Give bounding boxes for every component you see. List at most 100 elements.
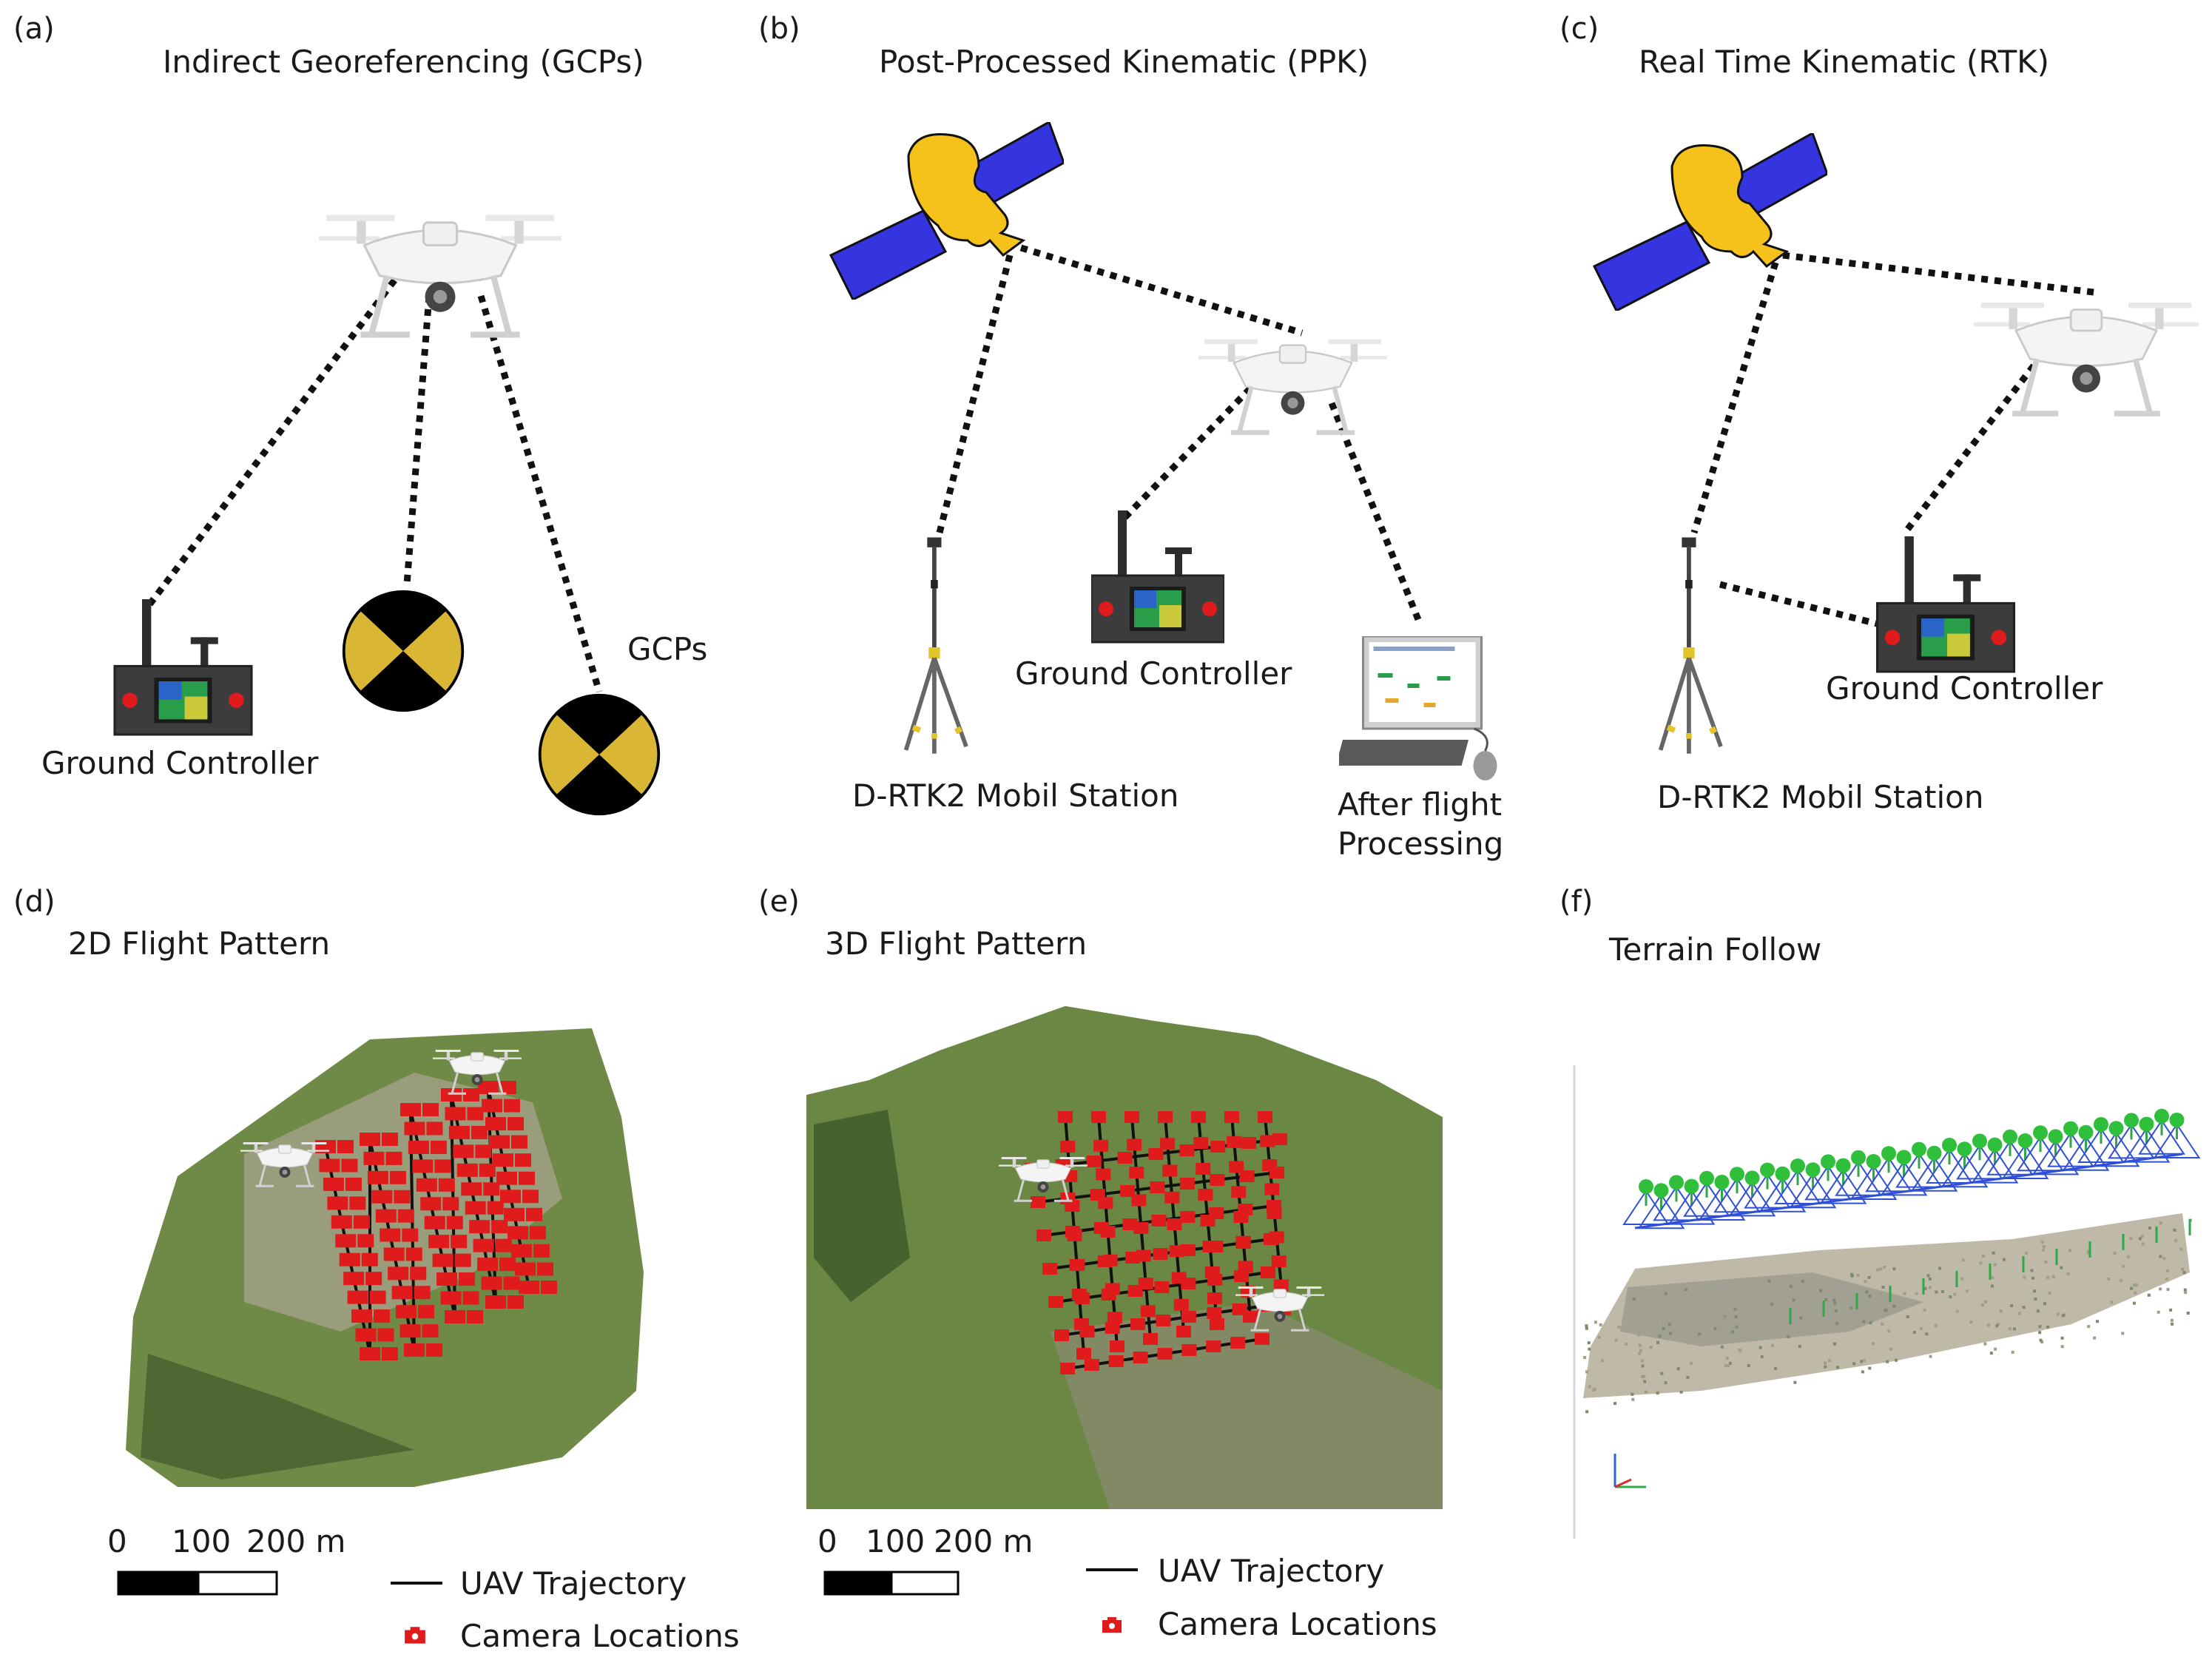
camera-location-marker	[361, 1252, 378, 1266]
camera-position	[1805, 1162, 1821, 1178]
camera-frustum	[2122, 1127, 2171, 1163]
link-drone-gcp2	[477, 294, 603, 693]
panel-b-processing-label-1: After flight	[1338, 786, 1502, 823]
camera-location-marker	[1196, 1163, 1211, 1175]
camera-location-marker	[1042, 1263, 1057, 1275]
camera-location-marker	[493, 1153, 513, 1167]
camera-location-marker	[511, 1135, 527, 1149]
camera-location-marker	[469, 1220, 490, 1234]
camera-location-marker	[1098, 1197, 1113, 1210]
camera-location-marker	[385, 1151, 402, 1165]
camera-location-marker	[519, 1281, 539, 1294]
camera-position	[1744, 1170, 1760, 1186]
camera-location-marker	[374, 1309, 391, 1323]
camera-location-marker	[438, 1178, 455, 1192]
panel-d-legend-trajectory: UAV Trajectory	[460, 1565, 687, 1602]
panel-a-gcp-label: GCPs	[627, 631, 707, 667]
camera-location-marker	[1162, 1164, 1178, 1177]
camera-location-marker	[1151, 1215, 1167, 1227]
panel-b-title: Post-Processed Kinematic (PPK)	[879, 44, 1369, 80]
camera-location-marker	[360, 1133, 380, 1146]
satellite-icon	[1593, 133, 1827, 311]
panel-e-legend-trajectory: UAV Trajectory	[1158, 1553, 1384, 1589]
camera-position	[1926, 1145, 1942, 1161]
camera-frustum	[1849, 1164, 1898, 1200]
camera-location-marker	[382, 1347, 398, 1360]
link-station-controller	[1719, 581, 1884, 629]
camera-location-marker	[1271, 1255, 1287, 1267]
camera-frustum	[1971, 1147, 2019, 1184]
camera-location-marker	[353, 1215, 370, 1229]
camera-location-marker	[445, 1107, 466, 1121]
camera-location-marker	[448, 1125, 470, 1139]
camera-frustum	[1789, 1173, 1837, 1209]
camera-location-marker	[1269, 1231, 1284, 1244]
camera-location-marker	[1071, 1289, 1087, 1301]
camera-location-marker	[351, 1309, 373, 1323]
panel-d-scale-0: 0	[107, 1523, 127, 1559]
camera-location-marker	[1138, 1278, 1153, 1289]
camera-frustum	[1895, 1152, 1943, 1188]
camera-location-marker	[1181, 1344, 1197, 1356]
camera-position	[1730, 1167, 1744, 1182]
camera-position	[2154, 1108, 2169, 1124]
camera-location-marker	[1181, 1311, 1196, 1323]
camera-location-marker	[522, 1190, 539, 1204]
camera-location-marker	[1086, 1156, 1102, 1167]
camera-position	[2139, 1116, 2154, 1132]
camera-location-marker	[1193, 1137, 1209, 1149]
panel-e-legend-camera: Camera Locations	[1158, 1606, 1437, 1642]
camera-location-marker	[1130, 1318, 1146, 1330]
camera-location-marker	[475, 1144, 492, 1158]
camera-frustum	[2077, 1127, 2125, 1163]
camera-location-marker	[1084, 1359, 1099, 1371]
camera-location-marker	[1229, 1161, 1244, 1173]
camera-location-marker	[1171, 1272, 1187, 1284]
panel-a-title: Indirect Georeferencing (GCPs)	[163, 44, 644, 80]
camera-location-marker	[349, 1196, 366, 1210]
link-satellite-station	[936, 254, 1014, 534]
camera-position	[2033, 1125, 2048, 1141]
link-drone-gcp1	[403, 295, 433, 585]
camera-location-marker	[426, 1121, 443, 1136]
point-cloud-noise	[1583, 1218, 2192, 1414]
camera-frustum	[2108, 1123, 2155, 1159]
camera-location-marker	[1243, 1311, 1258, 1323]
scale-bar-white	[197, 1571, 278, 1596]
camera-position	[1714, 1175, 1730, 1190]
camera-location-marker	[1204, 1266, 1220, 1278]
camera-location-marker	[451, 1235, 468, 1249]
camera-frustum	[1698, 1185, 1746, 1221]
camera-location-marker	[404, 1343, 425, 1357]
camera-locations-2d	[315, 1081, 557, 1360]
camera-location-marker	[477, 1258, 499, 1272]
camera-location-marker	[343, 1272, 365, 1286]
camera-location-marker	[1206, 1340, 1221, 1352]
camera-location-marker	[463, 1088, 479, 1102]
camera-frustum	[1759, 1176, 1807, 1212]
camera-position	[1669, 1175, 1684, 1190]
camera-frustum	[2047, 1131, 2094, 1167]
camera-location-marker	[1140, 1305, 1156, 1318]
scale-bar-black	[117, 1571, 200, 1596]
camera-location-marker	[471, 1125, 488, 1139]
camera-location-marker	[380, 1228, 401, 1242]
camera-position	[2078, 1124, 2094, 1140]
panel-b-controller-label: Ground Controller	[1015, 655, 1292, 692]
camera-location-marker	[428, 1235, 450, 1249]
camera-frustum	[1668, 1189, 1716, 1225]
camera-location-marker	[1210, 1318, 1224, 1330]
camera-location-marker	[410, 1266, 427, 1281]
camera-location-marker	[394, 1190, 411, 1204]
camera-frustum	[1940, 1152, 1989, 1188]
camera-location-marker	[355, 1328, 377, 1342]
camera-position	[1639, 1179, 1653, 1194]
camera-location-marker	[1210, 1174, 1225, 1186]
camera-location-marker	[424, 1215, 445, 1229]
link-drone-computer	[1328, 402, 1424, 627]
camera-location-marker	[526, 1207, 542, 1221]
camera-location-marker	[1262, 1159, 1278, 1171]
camera-location-marker	[1129, 1167, 1144, 1178]
camera-icon	[405, 1627, 425, 1644]
camera-location-marker	[399, 1324, 421, 1338]
